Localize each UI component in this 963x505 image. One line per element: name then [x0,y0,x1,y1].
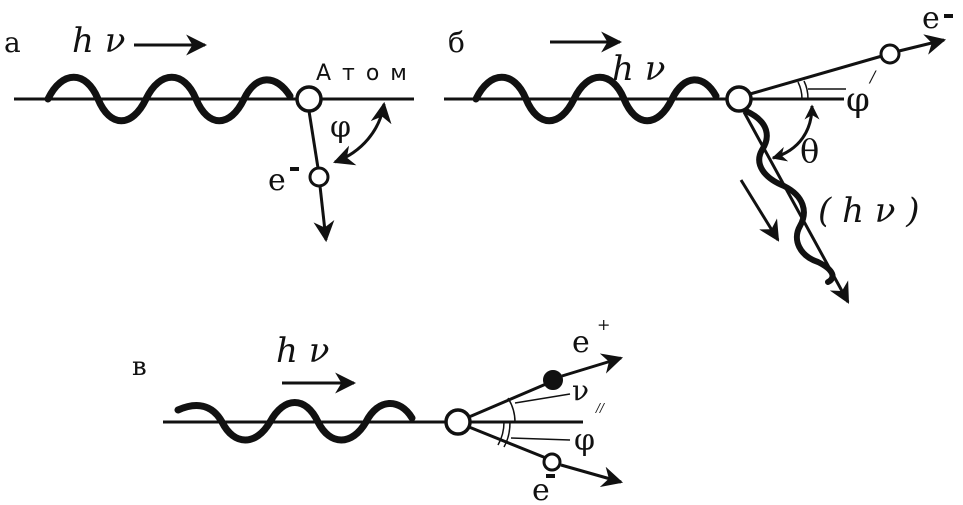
panel-c-nu-leader [514,393,571,404]
panel-c-positron-sup: + [597,315,610,334]
panel-a: а h ν А т о м φ e [4,21,414,243]
panel-b-phi-label: φ [846,80,870,120]
panel-b-electron [879,43,901,65]
panel-b-scattered-label: ( h ν ) [818,191,920,231]
panel-a-electron-path [307,110,320,169]
panel-a-angle-arc [333,101,392,166]
panel-a-electron-arrow [313,185,335,243]
panel-c-positron-label: e [572,325,590,360]
panel-a-atom-label: А т о м [316,61,409,86]
panel-b: б h ν e φ / θ ( h ν ) [444,1,953,304]
panel-a-photon-label: h ν [72,21,125,61]
panel-b-electron-minus [944,14,953,18]
panel-c-photon-wave [174,399,416,444]
panel-b-scattered-photon-arrow [742,111,850,304]
panel-b-photon-label: h ν [612,49,665,89]
panel-b-phi-prime: / [868,67,877,86]
panel-b-recoil-direction-arrow [739,179,780,242]
panel-a-electron-minus [290,167,299,171]
panel-b-letter: б [448,26,465,59]
panel-c-positron-arrow [561,353,624,378]
panel-a-electron [308,166,330,188]
panel-c-nu-label: ν [572,374,589,407]
panel-b-photon-wave [472,73,720,125]
panel-b-theta-arc [771,104,820,162]
panel-c-electron-minus [546,474,555,478]
panel-b-phi-arc-2 [803,80,809,100]
panel-c-phi-arc-2 [503,421,511,448]
panel-b-electron-arrow [898,34,947,55]
panel-c-positron-path [468,382,547,419]
panel-a-photon-wave [44,73,294,125]
panel-b-electron-label: e [922,1,940,36]
panel-c-electron [542,452,562,472]
panel-c-phi-leader [510,437,571,441]
panel-c-letter: в [132,352,147,382]
panel-c-nucleus [444,408,472,436]
panel-b-theta-label: θ [800,132,819,170]
panel-b-atom [725,85,753,113]
panel-c: в h ν e + e ν // φ [132,315,624,505]
panel-c-electron-path [468,425,547,460]
panel-c-nu-arc [507,397,516,423]
panel-c-photon-label: h ν [276,331,329,371]
panel-a-atom [295,85,323,113]
panel-c-positron [543,370,563,390]
panel-c-electron-label: e [532,473,550,505]
panel-a-electron-label: e [268,163,286,198]
panel-c-phi-arc-1 [497,421,505,446]
panel-b-electron-path [749,54,883,96]
panel-c-nu-prime: // [595,401,606,415]
panel-a-letter: а [4,26,21,59]
panel-a-angle-label: φ [330,110,351,145]
panel-c-electron-arrow [560,463,624,487]
panel-b-phi-arc-1 [797,81,803,100]
panel-c-phi-label: φ [574,423,595,458]
